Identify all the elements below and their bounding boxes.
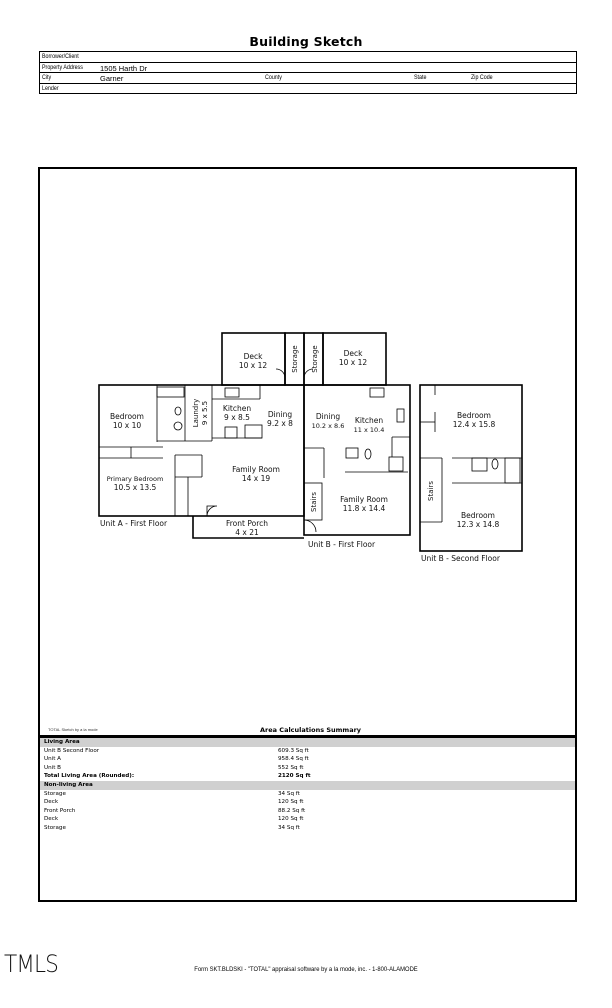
total-living-row: Total Living Area (Rounded):2120 Sq ft [44,773,311,780]
zip-label: Zip Code [471,74,493,81]
svg-text:Deck: Deck [344,349,364,358]
svg-text:Deck: Deck [244,352,264,361]
document-title: Building Sketch [249,34,363,49]
city-label: City [42,74,52,81]
svg-text:Front Porch: Front Porch [226,519,268,528]
svg-text:Bedroom: Bedroom [457,411,491,420]
svg-text:Laundry: Laundry [192,399,200,428]
svg-text:10 x 10: 10 x 10 [113,421,142,430]
svg-text:11 x 10.4: 11 x 10.4 [354,426,385,434]
lender-label: Lender [42,84,59,92]
software-note: TOTAL Sketch by a la mode [48,727,98,732]
svg-text:Stairs: Stairs [310,492,318,512]
address-value: 1505 Harth Dr [100,63,148,73]
svg-text:Kitchen: Kitchen [223,404,251,413]
tmls-logo: TMLS [4,950,59,978]
lender-row: Lender [40,84,576,94]
header-table: Borrower/Client Property Address 1505 Ha… [39,51,577,94]
svg-text:10 x 12: 10 x 12 [339,358,368,367]
svg-text:Family Room: Family Room [340,495,388,504]
svg-text:9 x 8.5: 9 x 8.5 [224,413,250,422]
living-area-header: Living Area [40,738,575,747]
svg-text:9.2 x 8: 9.2 x 8 [267,419,293,428]
svg-text:Stairs: Stairs [427,481,435,501]
summary-divider [40,735,575,738]
county-label: County [265,74,282,81]
svg-text:Bedroom: Bedroom [461,511,495,520]
svg-text:4 x 21: 4 x 21 [235,528,259,537]
svg-text:Storage: Storage [291,345,299,372]
svg-text:Kitchen: Kitchen [355,416,383,425]
nonliving-area-header: Non-living Area [40,780,575,790]
summary-title: Area Calculations Summary [260,726,362,734]
svg-text:Dining: Dining [316,412,340,421]
borrower-label: Borrower/Client [42,53,79,60]
svg-text:Unit B - Second Floor: Unit B - Second Floor [421,554,501,563]
svg-text:12.4 x 15.8: 12.4 x 15.8 [453,420,496,429]
svg-text:10 x 12: 10 x 12 [239,361,268,370]
svg-text:9 x 5.5: 9 x 5.5 [201,401,209,425]
city-row: City Garner County State Zip Code [40,73,576,84]
svg-text:14 x 19: 14 x 19 [242,474,271,483]
unit-a-caption: Unit A - First Floor [100,519,168,528]
svg-text:Storage: Storage [311,345,319,372]
svg-text:11.8 x 14.4: 11.8 x 14.4 [343,504,386,513]
svg-text:Family Room: Family Room [232,465,280,474]
state-label: State [414,74,427,81]
svg-text:10.5 x 13.5: 10.5 x 13.5 [114,483,157,492]
summary-header: TOTAL Sketch by a la mode Area Calculati… [40,725,575,737]
svg-text:10.2 x 8.6: 10.2 x 8.6 [312,422,345,430]
svg-text:Primary Bedroom: Primary Bedroom [107,475,164,483]
address-label: Property Address [42,63,83,71]
city-value: Garner [100,74,124,83]
svg-text:Unit B - First Floor: Unit B - First Floor [308,540,376,549]
form-footer: Form SKT.BLDSKI - "TOTAL" appraisal soft… [194,966,418,973]
address-row: Property Address 1505 Harth Dr [40,63,576,73]
room-label: Bedroom [110,412,144,421]
svg-text:12.3 x 14.8: 12.3 x 14.8 [457,520,500,529]
borrower-row: Borrower/Client [40,52,576,63]
svg-text:Dining: Dining [268,410,292,419]
